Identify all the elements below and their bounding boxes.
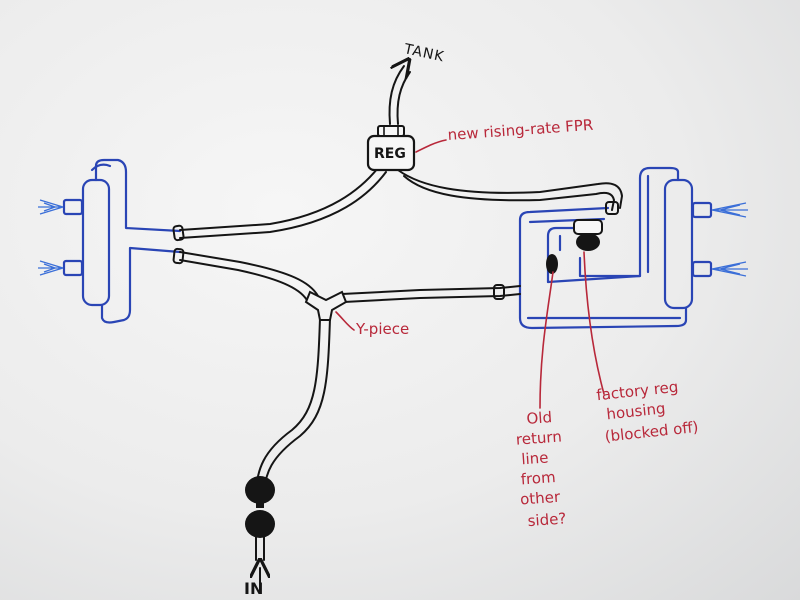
plug-caps [546, 219, 603, 274]
old-return-line-1: Old [526, 408, 553, 428]
hose-clamps [172, 201, 619, 300]
old-return-line-5: other [520, 488, 562, 509]
old-return-line-2: return [515, 428, 562, 449]
reg-box [366, 125, 416, 172]
fuel-hoses [179, 66, 623, 591]
y-piece-fitting [304, 290, 348, 321]
tank-label: TANK [402, 41, 446, 65]
factory-reg-note: factory reg housing (blocked off) [596, 378, 700, 446]
ypiece-label: Y-piece [355, 320, 409, 338]
old-return-line-6: side? [527, 509, 567, 530]
old-return-line-3: line [521, 449, 549, 469]
left-injector-sprays [38, 199, 64, 276]
right-injector-sprays [711, 202, 748, 277]
left-fuel-rail [62, 158, 182, 324]
old-return-note: Old return line from other side? [515, 408, 567, 530]
in-label: IN [244, 579, 263, 598]
annotation-leaders [335, 139, 605, 409]
reg-label: REG [374, 146, 406, 162]
factory-reg-line-2: housing [606, 399, 667, 423]
fpr-note: new rising-rate FPR [447, 116, 594, 144]
old-return-line-4: from [520, 468, 556, 488]
factory-reg-line-1: factory reg [596, 378, 680, 404]
inline-filters [245, 476, 275, 538]
